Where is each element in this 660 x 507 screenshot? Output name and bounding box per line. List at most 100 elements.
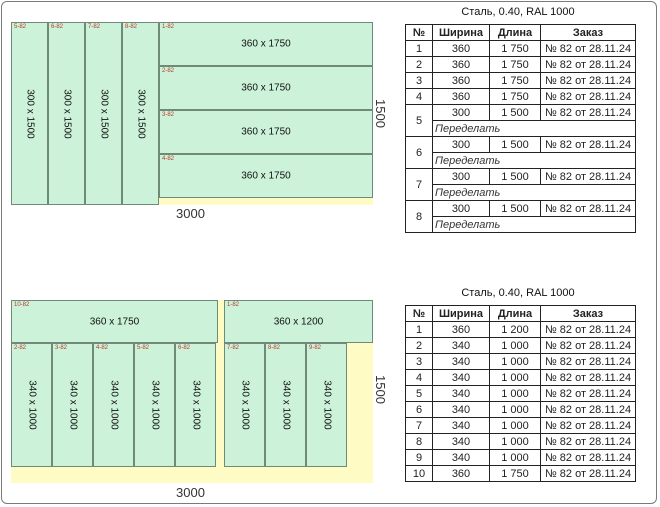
part-size-label: 360 x 1750 [241,82,291,94]
row-width: 300 [432,136,490,153]
row-number: 6 [405,136,433,169]
row-width: 360 [432,321,490,338]
col-header-number: № [405,24,433,41]
row-length: 1 500 [489,200,541,217]
row-width: 340 [432,417,490,434]
part-size-label: 340 x 1000 [149,380,160,430]
row-width: 340 [432,385,490,402]
row-length: 1 000 [489,417,541,434]
row-number: 3 [405,353,433,370]
row-width: 300 [432,104,490,121]
row-length: 1 750 [489,40,541,57]
row-order: № 82 от 28.11.24 [540,449,636,466]
part-tag: 2-82 [162,68,175,74]
part-tag: 5-82 [14,24,27,30]
part-size-label: 300 x 1500 [61,88,72,139]
row-number: 3 [405,72,433,89]
part-size-label: 340 x 1000 [280,380,291,430]
col-header-length: Длина [489,305,541,322]
cut-part: 7-82 340 x 1000 [224,343,265,467]
row-length: 1 500 [489,168,541,185]
cut-part: 10-82 360 x 1750 [11,300,218,343]
row-length: 1 000 [489,433,541,450]
row-order: № 82 от 28.11.24 [540,72,636,89]
row-order: № 82 от 28.11.24 [540,40,636,57]
cut-part: 2-82 360 x 1750 [159,66,373,110]
row-width: 340 [432,353,490,370]
col-header-width: Ширина [432,24,490,41]
sheet-1-height-label: 1500 [372,99,388,128]
col-header-order: Заказ [540,24,636,41]
sheet-1-width-label: 3000 [176,206,205,221]
row-number: 2 [405,56,433,73]
sheet-2-height-label: 1500 [372,375,388,404]
row-length: 1 750 [489,56,541,73]
row-number: 7 [405,168,433,201]
part-size-label: 300 x 1500 [24,88,35,139]
row-length: 1 000 [489,385,541,402]
row-number: 4 [405,88,433,105]
part-tag: 8-82 [268,345,281,351]
row-order: № 82 от 28.11.24 [540,369,636,386]
col-header-number: № [405,305,433,322]
cut-part: 8-82 340 x 1000 [265,343,306,467]
table-note-row: Переделать [406,184,636,201]
row-width: 340 [432,401,490,418]
row-order: № 82 от 28.11.24 [540,417,636,434]
part-size-label: 340 x 1000 [190,380,201,430]
part-size-label: 340 x 1000 [26,380,37,430]
cut-part: 6-82 340 x 1000 [175,343,216,467]
row-width: 300 [432,200,490,217]
row-width: 340 [432,449,490,466]
part-tag: 7-82 [227,345,240,351]
row-number: 5 [405,385,433,402]
part-size-label: 360 x 1750 [241,38,291,50]
part-tag: 2-82 [14,345,27,351]
row-number: 8 [405,200,433,233]
row-number: 9 [405,449,433,466]
part-tag: 10-82 [14,302,30,308]
row-length: 1 500 [489,136,541,153]
part-tag: 6-82 [178,345,191,351]
table-note-row: Переделать [406,120,636,137]
row-length: 1 750 [489,465,541,482]
row-note: Переделать [432,184,636,201]
part-size-label: 300 x 1500 [98,88,109,139]
row-width: 360 [432,465,490,482]
cut-part: 1-82 360 x 1750 [159,22,373,66]
row-order: № 82 от 28.11.24 [540,353,636,370]
part-tag: 3-82 [162,112,175,118]
row-width: 300 [432,168,490,185]
row-length: 1 500 [489,104,541,121]
row-length: 1 000 [489,337,541,354]
row-number: 7 [405,417,433,434]
part-tag: 1-82 [162,24,175,30]
part-tag: 1-82 [227,302,240,308]
part-size-label: 360 x 1750 [89,316,140,327]
part-size-label: 340 x 1000 [239,380,250,430]
sheet-2-width-label: 3000 [176,485,205,500]
part-size-label: 360 x 1200 [273,316,324,327]
table-note-row: Переделать [406,216,636,233]
row-length: 1 750 [489,88,541,105]
row-length: 1 000 [489,449,541,466]
